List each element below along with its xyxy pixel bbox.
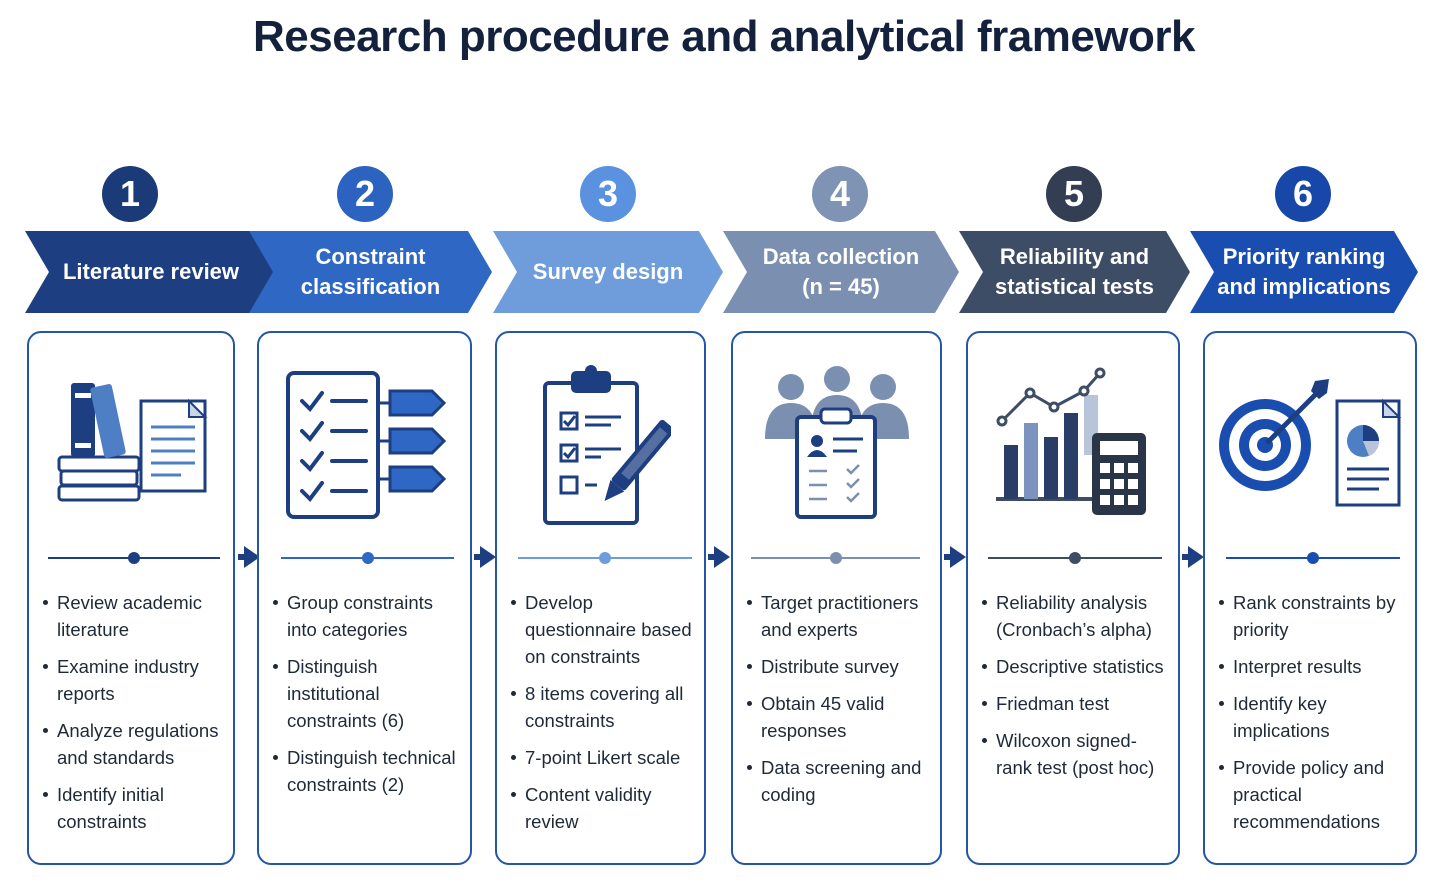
bullet-item: Provide policy and practical recommendat… [1217,754,1409,835]
step-title-line: Literature review [62,259,240,284]
bullet-item: Obtain 45 valid responses [745,690,934,744]
step-4-banner: Data collection (n = 45) [723,231,959,313]
step-4-title: Data collection (n = 45) [743,231,939,313]
section-divider [988,552,1162,564]
bullet-item: Develop questionnaire based on constrain… [509,589,698,670]
flow-arrow-icon [1182,546,1204,568]
chart-calculator-icon [968,361,1178,531]
bullet-item: Interpret results [1217,653,1409,680]
books-document-icon [29,361,233,531]
bullet-item: Examine industry reports [41,653,227,707]
divider-dot [829,552,842,564]
bullet-item: Wilcoxon signed-rank test (post hoc) [980,727,1172,781]
bullet-item: Reliability analysis (Cronbach’s alpha) [980,589,1172,643]
bullet-item: Rank constraints by priority [1217,589,1409,643]
step-title-line: (n = 45) [802,274,880,299]
step-6-banner: Priority ranking and implications [1190,231,1418,313]
step-title-line: Priority ranking [1222,244,1386,269]
bullet-item: Descriptive statistics [980,653,1172,680]
step-1-banner: Literature review [25,231,277,313]
step-title-line: Reliability and [999,244,1150,269]
step-5-bullet-list: Reliability analysis (Cronbach’s alpha) D… [980,589,1172,791]
step-6-title: Priority ranking and implications [1210,231,1398,313]
section-divider [281,552,454,564]
step-3-card: Develop questionnaire based on constrain… [495,331,706,865]
step-3-banner: Survey design [493,231,723,313]
divider-dot [599,552,611,564]
step-2-banner: Constraint classification [249,231,492,313]
bullet-item: Content validity review [509,781,698,835]
flow-arrow-icon [238,546,260,568]
flow-arrow-icon [708,546,730,568]
bullet-item: Data screening and coding [745,754,934,808]
bullet-item: Identify initial constraints [41,781,227,835]
bullet-item: Review academic literature [41,589,227,643]
flow-arrow-icon [474,546,496,568]
section-divider [48,552,220,564]
bullet-item: Friedman test [980,690,1172,717]
step-title-line: and implications [1217,274,1391,299]
divider-dot [1069,552,1081,564]
divider-dot [1307,552,1319,564]
bullet-item: Analyze regulations and standards [41,717,227,771]
step-2-title: Constraint classification [269,231,472,313]
step-3-title: Survey design [513,231,703,313]
section-divider [518,552,692,564]
step-1-number: 1 [102,166,158,222]
divider-dot [128,552,140,564]
people-survey-icon [733,361,940,531]
step-6-number: 6 [1275,166,1331,222]
bullet-item: Distinguish institutional constraints (6… [271,653,464,734]
bullet-item: 7-point Likert scale [509,744,698,771]
step-5-number: 5 [1046,166,1102,222]
bullet-item: Distribute survey [745,653,934,680]
target-report-icon [1205,361,1415,531]
step-title-line: Data collection [762,244,920,269]
flow-arrow-icon [944,546,966,568]
clipboard-pen-icon [497,361,704,531]
bullet-item: 8 items covering all constraints [509,680,698,734]
step-5-banner: Reliability and statistical tests [959,231,1190,313]
page-title: Research procedure and analytical framew… [252,12,1196,61]
step-2-number: 2 [337,166,393,222]
step-5-title: Reliability and statistical tests [979,231,1170,313]
bullet-item: Target practitioners and experts [745,589,934,643]
bullet-item: Group constraints into categories [271,589,464,643]
checklist-tags-icon [259,361,470,531]
step-3-bullet-list: Develop questionnaire based on constrain… [509,589,698,845]
step-title-line: classification [300,274,441,299]
step-4-number: 4 [812,166,868,222]
section-divider [751,552,920,564]
step-1-title: Literature review [45,231,257,313]
step-title-line: Constraint [315,244,426,269]
divider-dot [361,552,374,564]
step-5-card: Reliability analysis (Cronbach’s alpha) D… [966,331,1180,865]
step-title-line: Survey design [532,259,684,284]
bullet-item: Distinguish technical constraints (2) [271,744,464,798]
step-3-number: 3 [580,166,636,222]
section-divider [1226,552,1400,564]
bullet-item: Identify key implications [1217,690,1409,744]
step-title-line: statistical tests [995,274,1154,299]
